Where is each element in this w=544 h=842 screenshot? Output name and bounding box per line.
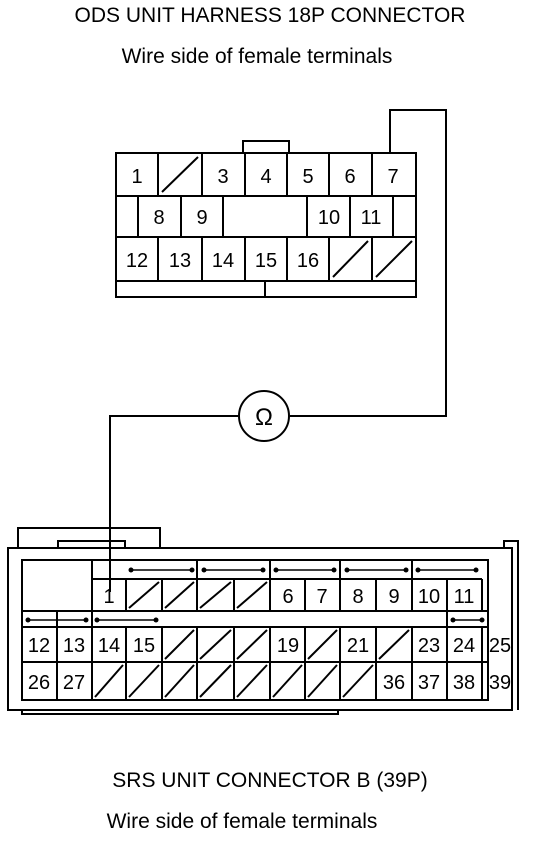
terminal-label: 37 <box>418 672 440 694</box>
terminal-label: 11 <box>454 586 475 608</box>
terminal-label: 8 <box>153 207 164 229</box>
terminal-label: 1 <box>131 166 142 188</box>
terminal-label: 15 <box>255 250 277 272</box>
terminal-label: 26 <box>28 672 50 694</box>
terminal-label: 13 <box>63 635 85 657</box>
terminal-label: 25 <box>489 635 511 657</box>
terminal-label: 19 <box>277 635 299 657</box>
terminal-label: 1 <box>103 586 114 608</box>
shorting-bars <box>28 569 482 621</box>
terminal-label: 27 <box>63 672 85 694</box>
test-lead-negative <box>109 415 238 592</box>
terminal-label: 23 <box>418 635 440 657</box>
terminal-label: 9 <box>196 207 207 229</box>
bottom-connector-lock-housing <box>17 527 161 548</box>
terminal-label: 12 <box>126 250 148 272</box>
terminal-label: 8 <box>352 586 363 608</box>
terminal-label: 3 <box>217 166 228 188</box>
bottom-connector <box>7 527 519 715</box>
bottom-connector-title: SRS UNIT CONNECTOR B (39P) <box>112 769 428 792</box>
terminal-label: 36 <box>383 672 405 694</box>
terminal-label: 10 <box>318 207 340 229</box>
top-connector-subtitle: Wire side of female terminals <box>121 45 393 68</box>
terminal-label: 14 <box>98 635 120 657</box>
empty-cavity-mark <box>161 156 199 193</box>
terminal-label: 6 <box>344 166 355 188</box>
terminal-label: 7 <box>316 586 327 608</box>
terminal-label: 14 <box>212 250 234 272</box>
terminal-label: 24 <box>453 635 475 657</box>
terminal-label: 15 <box>133 635 155 657</box>
terminal-label: 38 <box>453 672 475 694</box>
bottom-connector-subtitle: Wire side of female terminals <box>106 810 378 833</box>
top-connector-labels: 1 3 4 5 6 7 8 9 10 11 12 13 14 15 16 <box>126 166 399 272</box>
terminal-label: 11 <box>361 207 382 229</box>
bottom-connector-labels: 1 6 7 8 9 10 11 12 13 14 15 19 21 23 24 … <box>28 586 511 694</box>
terminal-label: 21 <box>347 635 369 657</box>
top-connector-lock-tab <box>242 140 290 153</box>
top-connector-title: ODS UNIT HARNESS 18P CONNECTOR <box>74 4 466 27</box>
terminal-label: 16 <box>297 250 319 272</box>
terminal-label: 4 <box>260 166 271 188</box>
terminal-label: 6 <box>282 586 293 608</box>
bottom-connector-body <box>7 547 513 711</box>
terminal-label: 10 <box>418 586 440 608</box>
terminal-label: 7 <box>387 166 398 188</box>
terminal-label: 39 <box>489 672 511 694</box>
top-connector <box>115 140 417 298</box>
terminal-label: 13 <box>169 250 191 272</box>
terminal-label: 5 <box>302 166 313 188</box>
ohm-symbol: Ω <box>255 404 273 431</box>
ohmmeter-icon <box>238 390 290 442</box>
terminal-label: 9 <box>388 586 399 608</box>
test-lead-positive <box>290 109 447 417</box>
empty-cavity-mark <box>332 240 369 278</box>
terminal-label: 12 <box>28 635 50 657</box>
empty-cavity-mark <box>375 240 413 278</box>
